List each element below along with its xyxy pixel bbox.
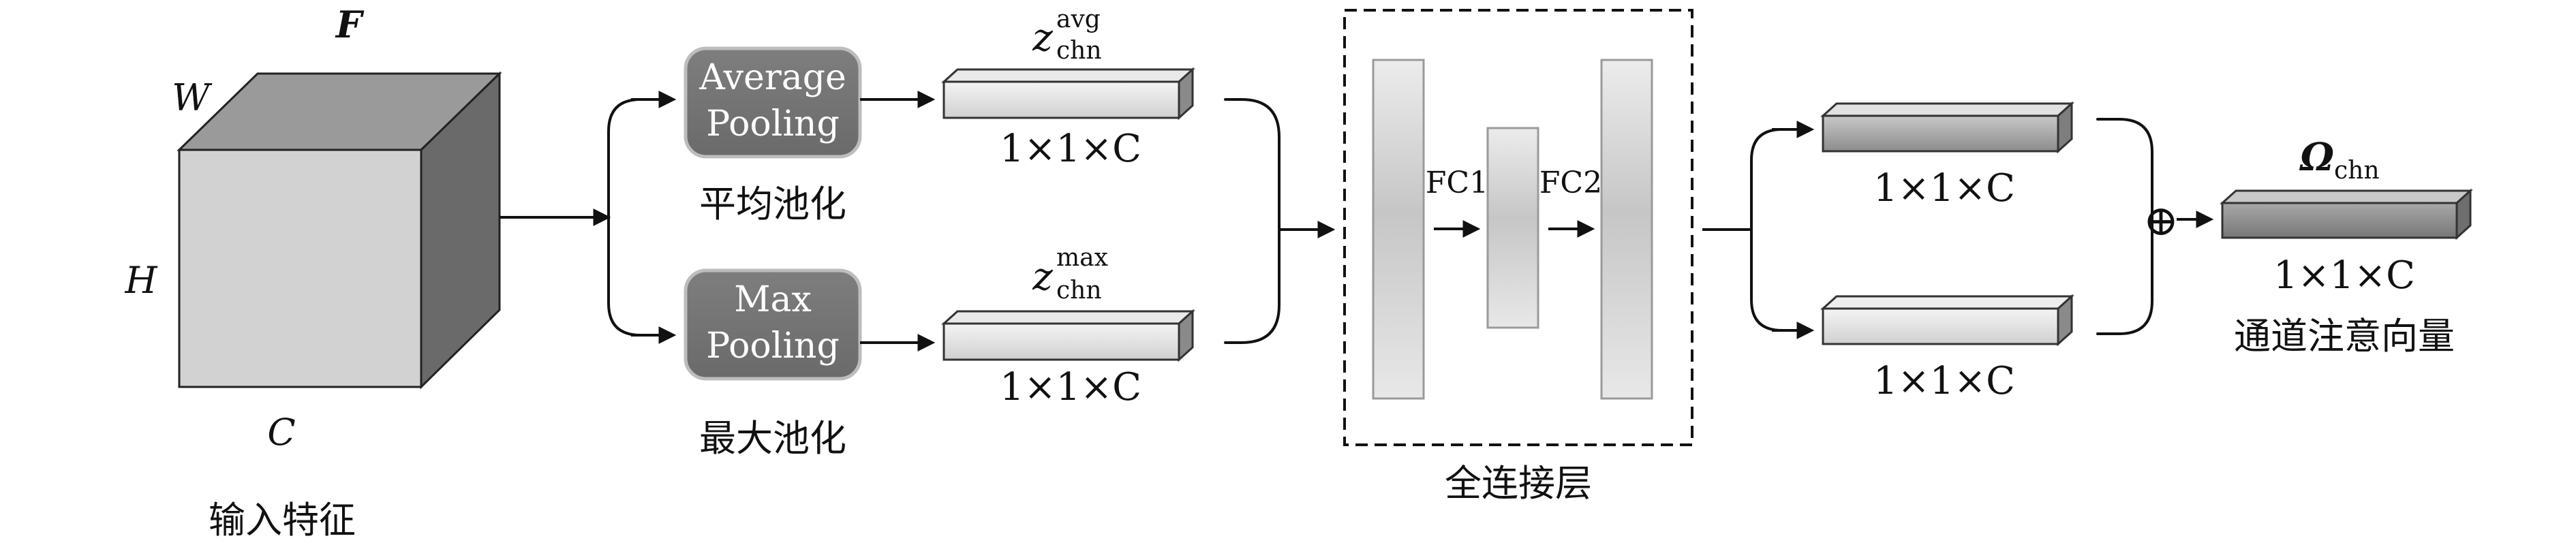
max-pooling-caption: 最大池化 [699,417,846,460]
avg-vector-superscript: avg [1056,5,1101,33]
max-pooling-line1: Max [734,279,812,320]
channel-attention-vector [2220,188,2473,240]
max-vector-size-label: 1×1×C [1000,365,1141,409]
input-dim-c: C [267,411,295,454]
result-size-label: 1×1×C [2273,253,2415,298]
result-caption: 通道注意向量 [2234,315,2455,358]
output-split-bracket [1750,128,1783,332]
fc-input-layer [1372,59,1425,400]
fully-connected-block [1343,9,1693,446]
avg-vector-symbol: z [1032,16,1053,60]
sum-bracket [2096,118,2153,335]
input-feature-cube [177,71,502,390]
avg-vector-subscript: chn [1056,37,1102,65]
average-pooling-line1: Average [699,57,846,98]
split-bracket [607,98,642,337]
merge-bracket [1224,98,1281,344]
max-vector-superscript: max [1056,244,1108,272]
fc-block-caption: 全连接层 [1445,462,1592,505]
result-symbol: Ω [2299,135,2334,180]
fc1-label: FC1 [1426,166,1488,200]
sum-symbol: ⊕ [2143,196,2179,245]
max-vector-subscript: chn [1056,277,1102,304]
fc-output-layer [1600,59,1653,400]
max-pooling-box [684,268,862,381]
avg-pooled-vector [941,67,1195,121]
fc-hidden-layer [1486,127,1539,329]
input-symbol: F [335,3,365,46]
cube-front-face [178,149,423,388]
average-pooling-caption: 平均池化 [699,183,846,225]
input-dim-h: H [124,259,157,302]
average-pooling-box [684,46,862,159]
bottom-output-vector [1820,294,2074,347]
input-dim-w: W [172,76,213,119]
result-subscript: chn [2334,157,2380,185]
top-output-size-label: 1×1×C [1873,166,2015,210]
max-pooling-line2: Pooling [706,326,840,366]
max-vector-symbol: z [1032,255,1053,299]
fc2-label: FC2 [1539,166,1602,200]
max-pooled-vector [941,309,1195,362]
average-pooling-line2: Pooling [706,104,840,144]
input-caption: 输入特征 [209,499,356,542]
bottom-output-size-label: 1×1×C [1873,359,2015,403]
top-output-vector [1820,101,2074,154]
avg-vector-size-label: 1×1×C [1000,127,1141,171]
